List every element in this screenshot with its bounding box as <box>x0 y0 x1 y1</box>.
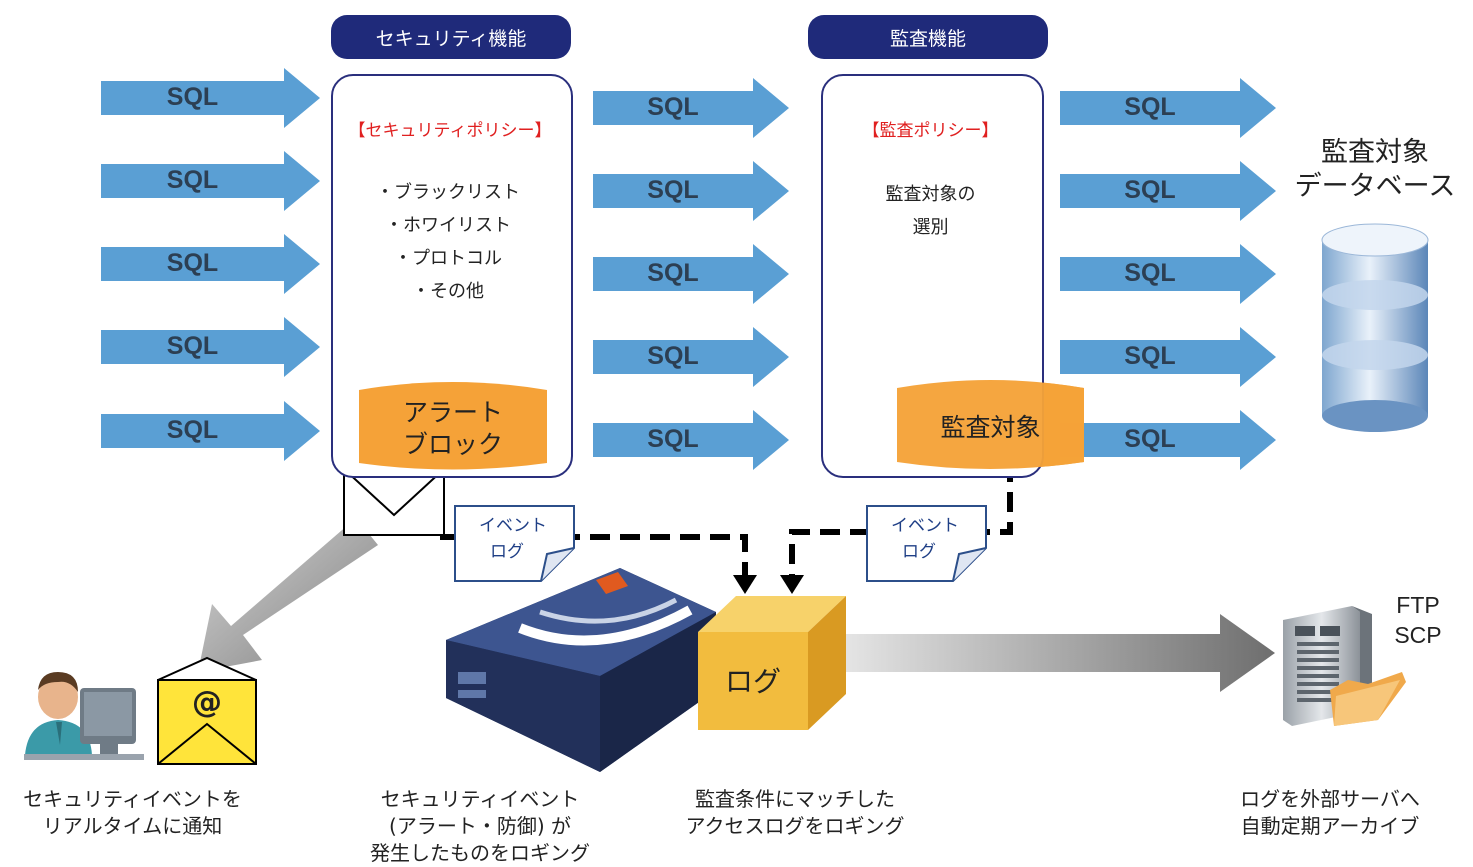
security-function-header: セキュリティ機能 <box>331 15 571 59</box>
sql-label: SQL <box>1124 259 1176 287</box>
sql-label: SQL <box>647 93 699 121</box>
notify-arrow <box>198 518 378 672</box>
sql-label: SQL <box>166 249 219 277</box>
sql-arrow <box>101 317 320 377</box>
caption-line: 発生したものをロギング <box>370 841 590 865</box>
sql-label: SQL <box>1124 93 1176 121</box>
log-box-label: ログ <box>724 665 781 698</box>
email-icon <box>157 656 257 765</box>
sql-arrows <box>101 68 1276 470</box>
log-box-icon <box>698 596 846 730</box>
audit-target-label: 監査対象 <box>940 413 1041 442</box>
caption-archive: ログを外部サーバへ 自動定期アーカイブ <box>1210 786 1450 840</box>
database-title: 監査対象 <box>1321 137 1429 168</box>
sql-label: SQL <box>166 166 219 194</box>
sql-arrow <box>101 401 320 461</box>
caption-appliance: セキュリティイベント (アラート・防御) が 発生したものをロギング <box>350 786 610 867</box>
sql-arrow <box>593 161 789 221</box>
event-log-label: イベント <box>479 516 547 536</box>
event-log-label: イベント <box>891 516 959 536</box>
server-icon <box>1283 606 1406 726</box>
sql-arrow <box>593 78 789 138</box>
flow-arrowhead <box>733 575 757 594</box>
caption-line: 自動定期アーカイブ <box>1240 814 1420 838</box>
appliance-icon <box>446 568 716 772</box>
sql-label: SQL <box>647 425 699 453</box>
user-at-computer-icon <box>24 672 144 760</box>
event-log-label: ログ <box>902 542 936 562</box>
caption-line: 監査条件にマッチした <box>695 787 895 811</box>
sql-label: SQL <box>166 416 219 444</box>
caption-notify: セキュリティイベントを リアルタイムに通知 <box>0 786 265 840</box>
sql-label: SQL <box>647 176 699 204</box>
ftp-label: FTP <box>1396 592 1440 618</box>
sql-label: SQL <box>647 342 699 370</box>
database-subtitle: データベース <box>1294 171 1456 202</box>
sql-arrow <box>1060 78 1276 138</box>
sql-arrow <box>1060 327 1276 387</box>
caption-line: セキュリティイベント <box>380 787 580 811</box>
alert-label: アラート <box>402 398 503 427</box>
event-log-flow-audit <box>789 462 1013 580</box>
sql-label: SQL <box>1124 342 1176 370</box>
caption-line: リアルタイムに通知 <box>42 814 223 838</box>
sql-arrow <box>1060 161 1276 221</box>
caption-line: アクセスログをロギング <box>685 814 905 838</box>
event-log-note <box>454 505 575 582</box>
sql-arrow <box>1060 410 1276 470</box>
security-policy-item: ・ホワイリスト <box>385 215 511 236</box>
block-label: ブロック <box>402 430 503 459</box>
database-icon <box>1321 223 1429 432</box>
at-sign: @ <box>192 685 222 720</box>
sql-label: SQL <box>166 332 219 360</box>
sql-arrow <box>593 244 789 304</box>
security-policy-item: ・その他 <box>412 281 484 302</box>
audit-policy-desc: 選別 <box>912 217 949 238</box>
audit-function-header: 監査機能 <box>808 15 1048 59</box>
security-policy-item: ・ブラックリスト <box>376 182 520 203</box>
security-policy-item: ・プロトコル <box>394 248 502 269</box>
sql-arrow <box>1060 244 1276 304</box>
scp-label: SCP <box>1394 622 1442 648</box>
sql-label: SQL <box>166 83 219 111</box>
caption-access: 監査条件にマッチした アクセスログをロギング <box>660 786 930 840</box>
sql-arrow <box>101 234 320 294</box>
security-policy-title: 【セキュリティポリシー】 <box>348 121 552 141</box>
caption-line: (アラート・防御) が <box>389 814 571 838</box>
caption-line: セキュリティイベントを <box>23 787 242 811</box>
sql-label: SQL <box>1124 176 1176 204</box>
event-log-note <box>866 505 987 582</box>
event-log-label: ログ <box>490 542 524 562</box>
audit-policy-desc: 監査対象の <box>885 184 976 205</box>
caption-line: ログを外部サーバへ <box>1240 787 1420 811</box>
sql-arrow <box>593 327 789 387</box>
mail-envelope-icon <box>343 468 445 536</box>
flow-arrowhead <box>780 575 804 594</box>
sql-arrow <box>593 410 789 470</box>
sql-label: SQL <box>647 259 699 287</box>
sql-arrow <box>101 68 320 128</box>
audit-policy-title: 【監査ポリシー】 <box>862 121 999 141</box>
archive-arrow <box>840 614 1275 692</box>
sql-arrow <box>101 151 320 211</box>
sql-label: SQL <box>1124 425 1176 453</box>
